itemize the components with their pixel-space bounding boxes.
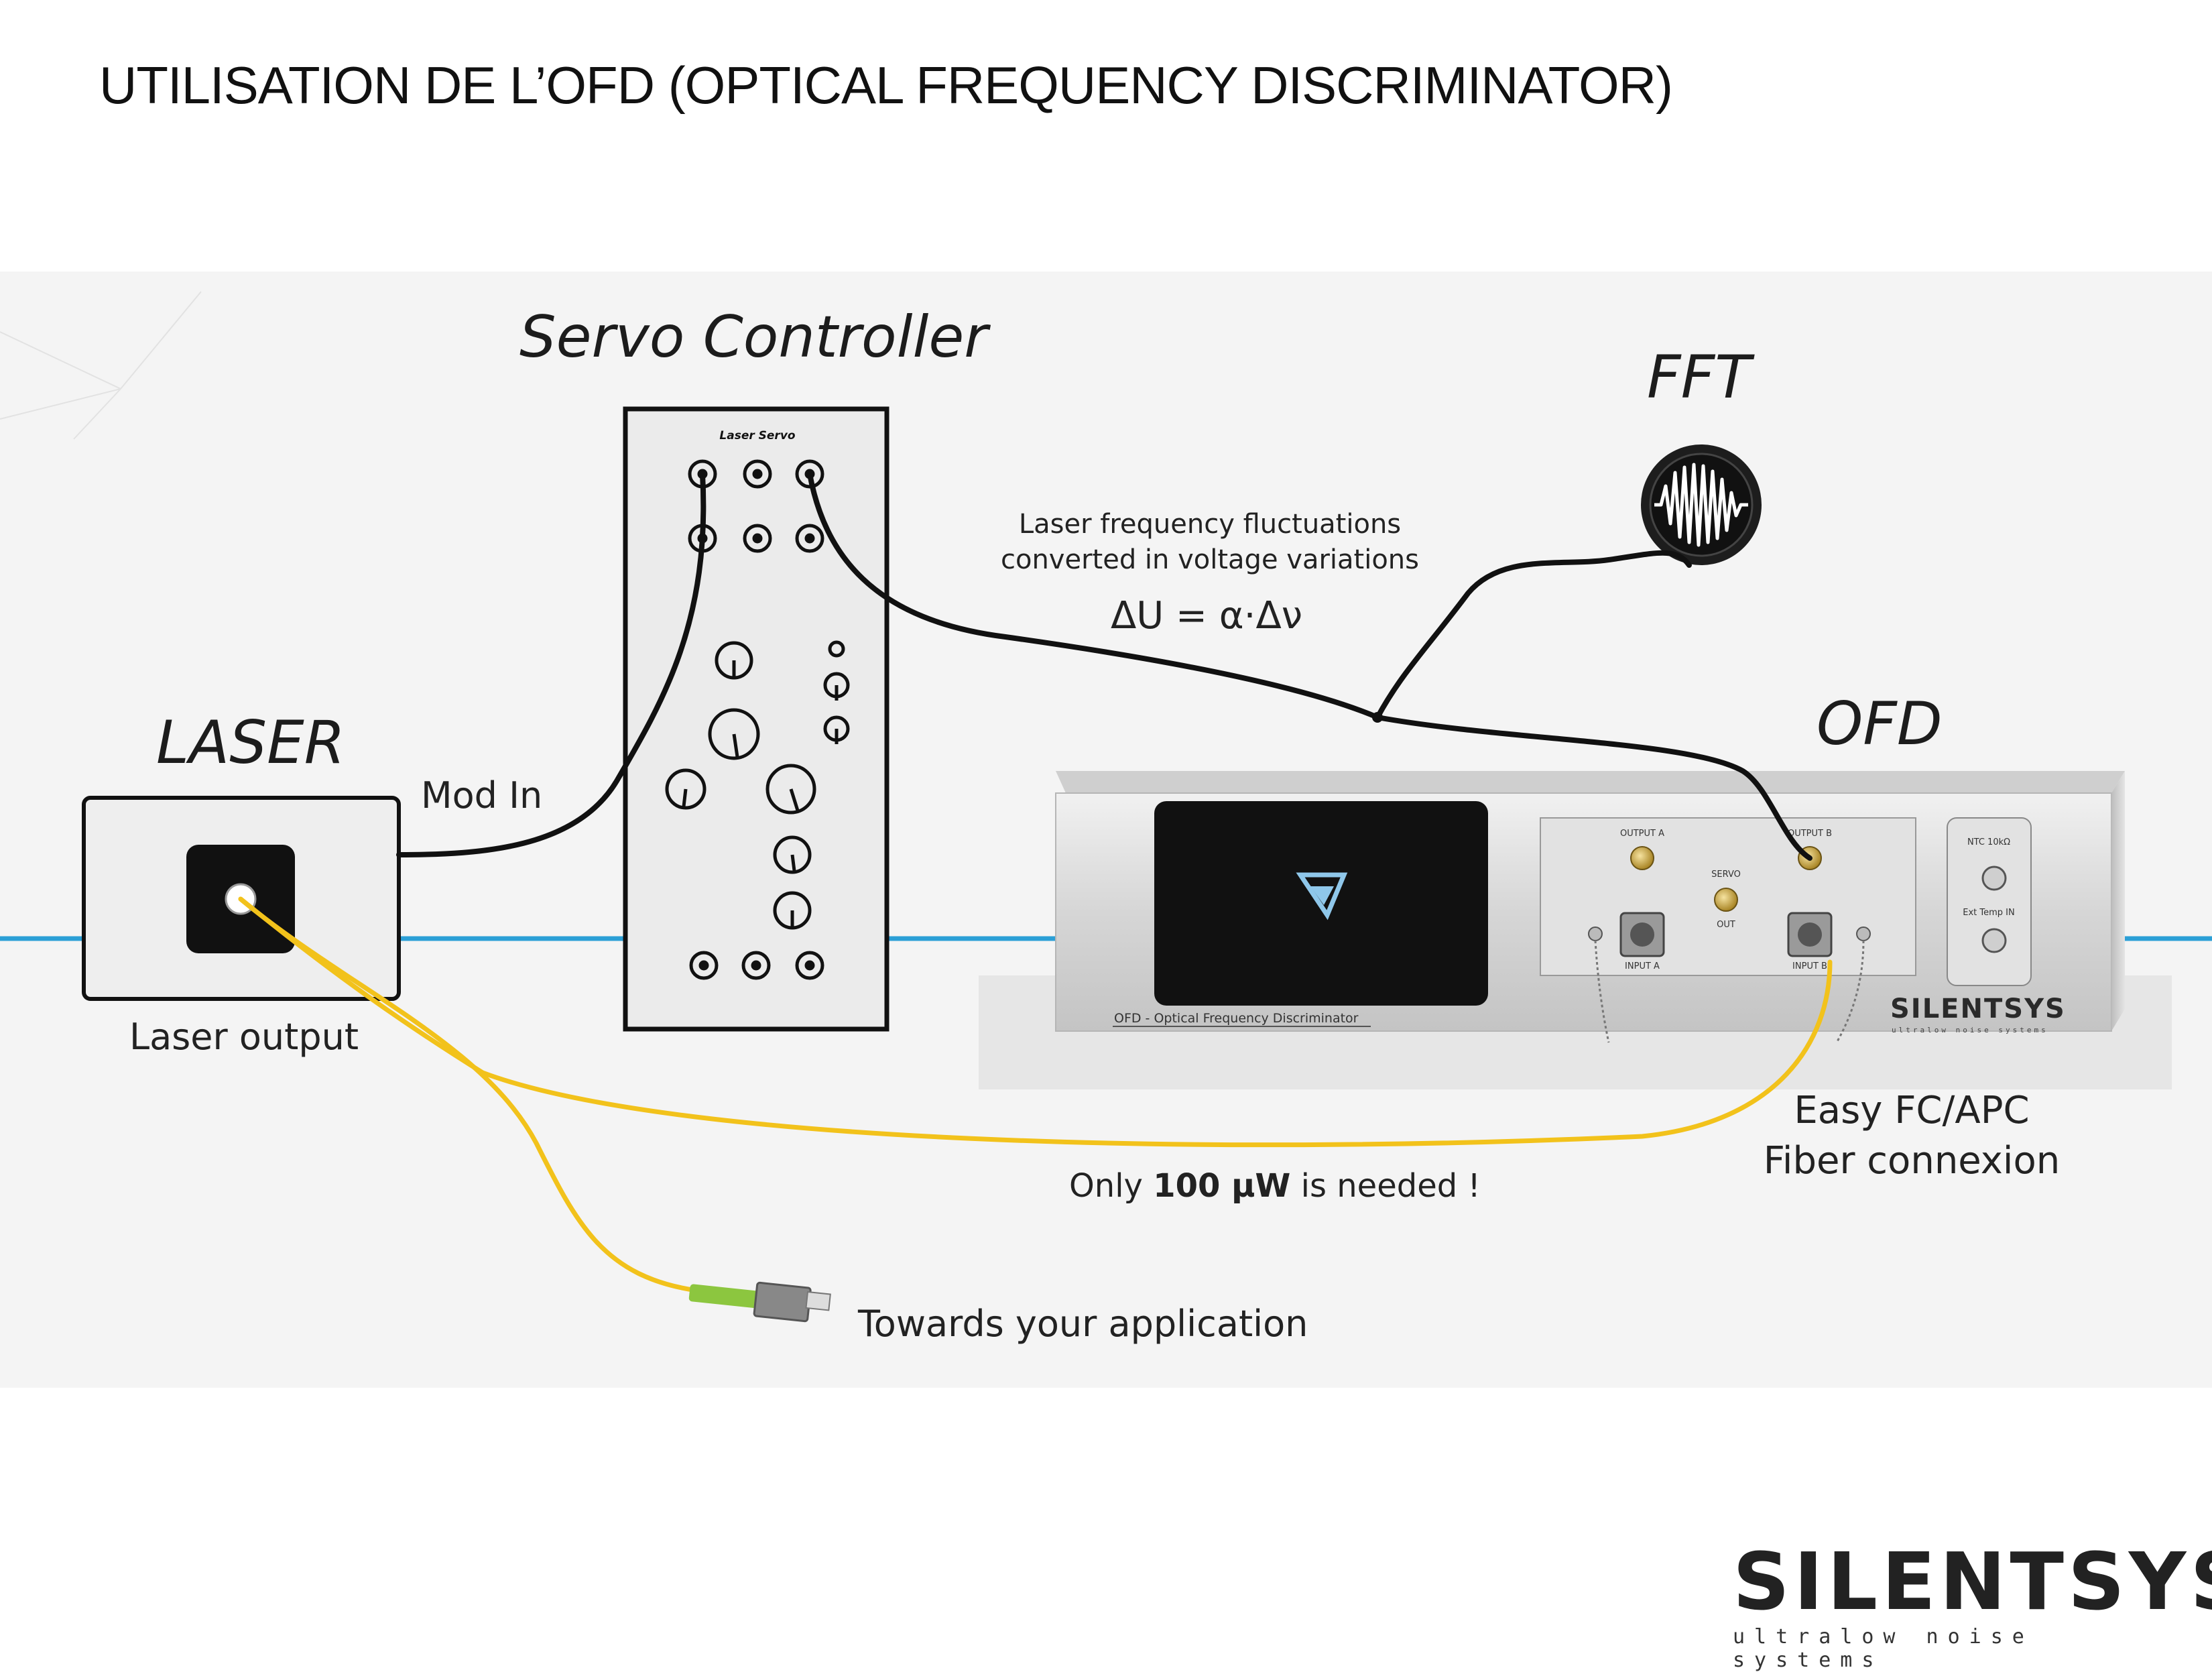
input-a-label: INPUT A xyxy=(1625,961,1660,971)
fc-apc-line-2: Fiber connexion xyxy=(1764,1139,2060,1183)
ntc-connector xyxy=(1981,865,2007,891)
power-value: 100 µW xyxy=(1153,1167,1290,1205)
servo-panel-label: Laser Servo xyxy=(719,429,795,442)
servo-controller-panel: Laser Servo xyxy=(623,406,889,1032)
equation: ΔU = α·Δν xyxy=(1111,594,1302,638)
ext-temp-label: Ext Temp IN xyxy=(1963,908,2014,918)
slide-title: UTILISATION DE L’OFD (OPTICAL FREQUENCY … xyxy=(99,56,1673,115)
setup-diagram: Laser Servo xyxy=(0,272,2212,1388)
ntc-label: NTC 10kΩ xyxy=(1967,837,2010,847)
input-b-label: INPUT B xyxy=(1792,961,1827,971)
output-a-label: OUTPUT A xyxy=(1620,829,1664,839)
out-label: OUT xyxy=(1717,920,1735,930)
ofd-caption: OFD - Optical Frequency Discriminator xyxy=(1114,1011,1359,1026)
output-b-label: OUTPUT B xyxy=(1788,829,1832,839)
fluctuations-line-1: Laser frequency fluctuations xyxy=(1019,509,1401,540)
servo-controller-label: Servo Controller xyxy=(519,304,991,371)
ofd-label: OFD xyxy=(1817,689,1943,758)
ofd-brand-tagline: ultralow noise systems xyxy=(1892,1026,2048,1034)
fc-connector-plug xyxy=(688,1281,831,1323)
power-prefix: Only xyxy=(1069,1167,1153,1205)
electrical-cables xyxy=(396,471,1812,861)
laser-label: LASER xyxy=(156,708,345,777)
output-a-connector xyxy=(1630,846,1654,870)
fft-display xyxy=(1641,444,1762,565)
cable-junction xyxy=(1372,712,1383,723)
optical-fibers xyxy=(238,896,1833,1293)
silentsys-logo: SILENTSYS ultralow noise systems xyxy=(1733,1535,2212,1672)
servo-label: SERVO xyxy=(1711,870,1741,880)
power-suffix: is needed ! xyxy=(1290,1167,1480,1205)
fluctuations-line-2: converted in voltage variations xyxy=(1001,544,1419,575)
fft-label: FFT xyxy=(1647,343,1755,412)
servo-out-connector xyxy=(1714,888,1738,912)
ofd-device: OUTPUT A OUTPUT B SERVO OUT INPUT A INPU… xyxy=(979,771,2172,1089)
logo-tagline: ultralow noise systems xyxy=(1733,1625,2034,1672)
power-requirement-text: Only 100 µW is needed ! xyxy=(1069,1167,1481,1205)
towards-application-label: Towards your application xyxy=(857,1303,1308,1345)
ext-temp-connector xyxy=(1981,928,2007,953)
laser-output-label: Laser output xyxy=(129,1016,359,1058)
background-lines xyxy=(0,291,202,440)
fc-apc-line-1: Easy FC/APC xyxy=(1794,1089,2029,1132)
mod-in-label: Mod In xyxy=(421,774,542,817)
logo-name: SILENTSYS xyxy=(1733,1535,2212,1628)
ofd-brand: SILENTSYS xyxy=(1890,994,2066,1024)
